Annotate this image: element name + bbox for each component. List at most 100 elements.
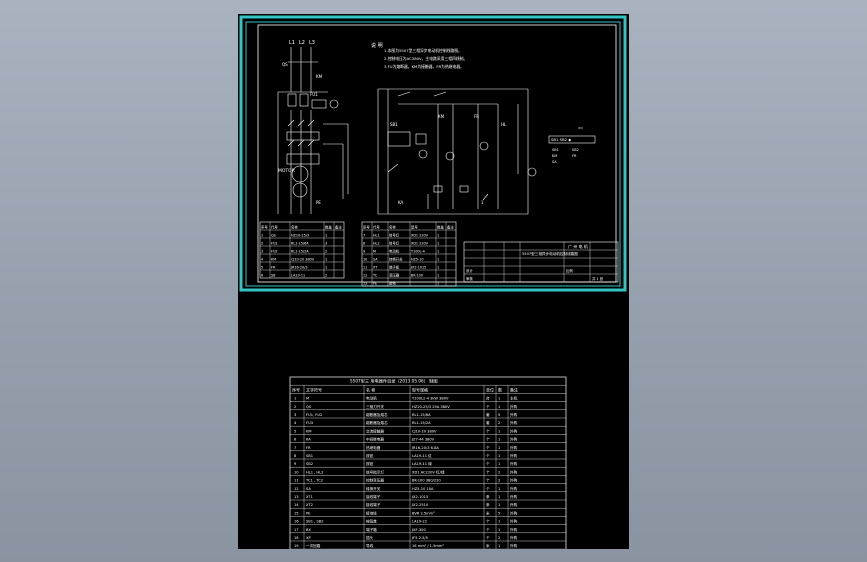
bom-cell: HZ10-25/3 25A 380V: [412, 405, 450, 409]
bom-cell: CJ10-20 380V: [412, 429, 437, 433]
parts-table2-cell: 11: [363, 266, 367, 270]
fr-label: FR: [474, 114, 479, 119]
bom-cell: 1: [294, 397, 296, 401]
parts-table2-cell: 信号灯: [389, 233, 400, 238]
parts-table-cell: RL1-15/6A: [291, 242, 309, 246]
bom-cell: 个: [486, 478, 490, 483]
parts-table-cell: 2: [325, 274, 327, 278]
sb1-label: SB1: [390, 122, 398, 127]
bom-cell: 个: [486, 535, 490, 540]
bom-cell: 16: [294, 520, 299, 524]
bom-header-1: 文字符号: [306, 386, 322, 392]
indicator-lamp: [329, 99, 339, 109]
bom-cell: 米: [486, 543, 490, 548]
parts-table2-cell: 电动机: [389, 249, 400, 254]
bom-cell: LA19-22: [412, 520, 427, 524]
qs-label: QS: [282, 62, 288, 67]
parts-table-cell: 4: [261, 258, 263, 262]
bom-cell: 外购: [510, 469, 518, 474]
parts-table2-cell: BK-100: [411, 274, 423, 278]
parts-table-cell: JR16-20/3: [290, 266, 308, 270]
parts-table2-cell: 端子板: [389, 265, 400, 270]
bom-cell: HZ5-10 10A: [412, 487, 434, 491]
parts-table2-cell: 1: [437, 242, 439, 246]
bom-cell: 13: [294, 495, 299, 499]
main-contact: [297, 139, 305, 147]
bom-cell: JX2-1015: [411, 495, 428, 499]
bom-cell: 1: [498, 397, 500, 401]
parts-table-cell: RL1-15/2A: [291, 250, 309, 254]
bom-cell: 米: [486, 510, 490, 515]
bom-cell: Y100L2-4 3kW 380V: [412, 397, 449, 401]
bom-cell: 个: [486, 527, 490, 532]
bom-cell: 1: [498, 454, 500, 458]
parts-table-cell: SB: [271, 274, 276, 278]
ka-label: KA: [398, 200, 404, 205]
bom-cell: 2: [294, 405, 296, 409]
bom-cell: JZ7-44 380V: [411, 438, 435, 442]
parts-table2-cell: XD1 220V: [411, 242, 429, 246]
bom-cell: XP: [306, 536, 311, 540]
bom-cell: HL1 , HL2: [306, 470, 323, 474]
parts-table-cell: FR: [271, 266, 276, 270]
hl-label: HL: [501, 122, 507, 127]
bom-cell: 2: [498, 479, 500, 483]
bom-cell: 热继电器: [366, 445, 381, 450]
bom-cell: 6: [294, 438, 297, 442]
bom-cell: 个: [486, 469, 490, 474]
legend-code-SB1: SB1: [552, 148, 559, 152]
bom-cell: XT2: [306, 503, 313, 507]
bom-cell: 接线端子: [366, 502, 381, 507]
bom-cell: 1: [498, 405, 500, 409]
parts-table2-cell: 12: [363, 274, 367, 278]
parts-table2-cell: SA: [373, 258, 378, 262]
bom-cell: KA: [306, 438, 311, 442]
parts-table2-cell: 1: [437, 266, 439, 270]
bom-cell: 个: [486, 445, 490, 450]
bom-cell: 按钮: [366, 461, 374, 466]
parts-table-cell: 1: [325, 258, 327, 262]
bom-cell: 个: [486, 486, 490, 491]
parts-table2-cell: HL2: [373, 242, 380, 246]
relay-box: [387, 131, 411, 147]
bom-cell: 一次回路: [306, 543, 321, 548]
bom-cell: 2: [498, 536, 500, 540]
legend-code-KM: KM: [552, 154, 557, 158]
bom-cell: 套: [486, 412, 490, 417]
title-block-name: 5507型三相异步电动机控制线路图: [522, 251, 578, 256]
parts-table2-cell: 7: [363, 234, 365, 238]
bom-cell: 导线: [366, 543, 374, 548]
bom-cell: 接线端子: [366, 494, 381, 499]
ctrl-switch: [433, 91, 447, 97]
bom-cell: 信号指示灯: [366, 469, 384, 474]
legend-code-FR: FR: [572, 154, 577, 158]
drawing-tables: 序号123456代号QSFU1FU2KMFRSB名称HZ10-25/3RL1-1…: [259, 221, 619, 287]
main-contact: [287, 119, 295, 127]
bom-cell: 11: [294, 479, 299, 483]
lamp-hl1: [418, 149, 428, 159]
bom-cell: KM: [306, 429, 311, 433]
parts-table-cell: HZ10-25/3: [291, 234, 309, 238]
bom-header-4: 单位: [486, 386, 494, 392]
wire-1: 1: [481, 200, 484, 205]
bom-border: [289, 376, 567, 549]
parts-table2-header-3: 型号: [411, 225, 418, 230]
title-block-school: 广 州 电 机: [568, 243, 588, 249]
bom-cell: 7: [294, 446, 296, 450]
bom-cell: 5: [498, 413, 500, 417]
phase-label-L2: L2: [299, 40, 305, 46]
bom-cell: 外购: [510, 543, 518, 548]
bom-cell: 外购: [510, 420, 518, 425]
bom-cell: 5: [498, 511, 500, 515]
bom-header-3: 型号规格: [412, 386, 428, 392]
bom-cell: 4: [294, 421, 297, 425]
bom-cell: 3: [294, 413, 296, 417]
main-contact: [287, 139, 295, 147]
bom-cell: 个: [486, 437, 490, 442]
motor-symbol-2: [292, 182, 308, 198]
bom-cell: SB1: [306, 454, 313, 458]
bom-cell: 15: [294, 511, 299, 515]
bom-cell: 台: [486, 396, 490, 401]
coil-km: [459, 185, 469, 193]
